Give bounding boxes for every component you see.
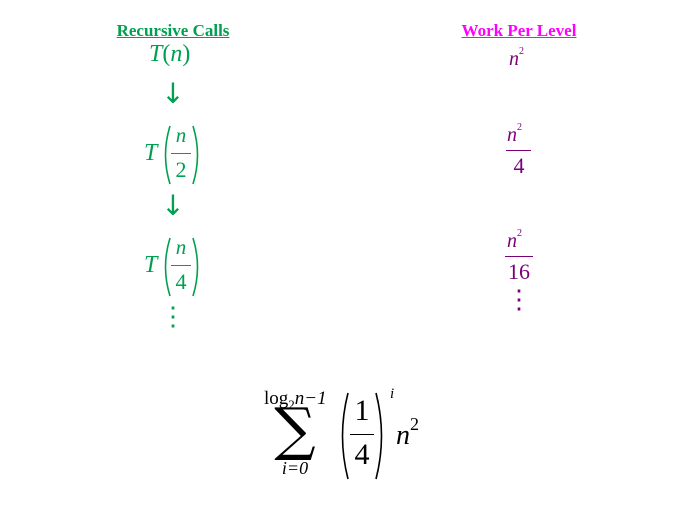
call-level2-fraction-bar (171, 265, 191, 267)
work-level2-num: n2 (507, 228, 522, 253)
work-level0: n2 (509, 46, 524, 71)
summation-upper-base: 2 (288, 396, 295, 412)
work-level1-num-exp: 2 (517, 122, 522, 133)
call-level2-num: n (175, 235, 187, 259)
call-root: T(n) (149, 41, 191, 67)
left-paren-icon (341, 392, 349, 480)
call-level2-fn: T (144, 252, 158, 278)
work-level2-fraction-bar (505, 256, 533, 258)
down-arrow-icon: ↓ (161, 77, 185, 110)
work-level1-num: n2 (507, 122, 522, 147)
summation-lower-limit: i=0 (281, 458, 309, 478)
work-level2-num-exp: 2 (517, 228, 522, 239)
work-level1-num-base: n (507, 124, 517, 146)
work-vertical-dots: ⋮ (506, 285, 532, 315)
call-level1-num: n (175, 123, 187, 147)
summation-term-base: n (396, 420, 410, 451)
work-level2-num-base: n (507, 230, 517, 252)
call-level1-fraction-bar (171, 153, 191, 155)
call-root-arg: n (170, 41, 183, 67)
summation-fraction-bar (350, 434, 374, 436)
work-level1-den: 4 (513, 153, 525, 178)
left-paren-icon (164, 125, 171, 185)
summation-upper-log: log (264, 388, 289, 409)
summation-frac-den: 4 (354, 438, 370, 471)
call-level1-fn: T (144, 140, 158, 166)
work-level1-fraction-bar (506, 150, 531, 152)
call-level1-den: 2 (175, 157, 187, 182)
left-paren-icon (164, 237, 171, 297)
summation-term-exp: 2 (410, 414, 419, 434)
call-level2-den: 4 (175, 269, 187, 294)
summation-term: n2 (396, 414, 419, 452)
down-arrow-icon: ↓ (161, 189, 185, 222)
work-level0-exp: 2 (519, 46, 524, 57)
work-level0-base: n (509, 48, 519, 70)
summation-frac-exponent: i (390, 386, 395, 402)
work-per-level-header: Work Per Level (461, 21, 577, 40)
summation-upper-rest: n−1 (294, 388, 327, 409)
work-level2-den: 16 (508, 259, 530, 284)
summation-frac-num: 1 (354, 394, 370, 427)
sigma-icon: ∑ (274, 395, 316, 463)
calls-vertical-dots: ⋮ (160, 302, 186, 332)
right-paren-icon (192, 237, 199, 297)
summation-upper-limit: log2n−1 (264, 388, 327, 413)
recursive-calls-header: Recursive Calls (116, 21, 230, 40)
call-root-fn: T (149, 41, 163, 67)
right-paren-icon (192, 125, 199, 185)
right-paren-icon (375, 392, 383, 480)
